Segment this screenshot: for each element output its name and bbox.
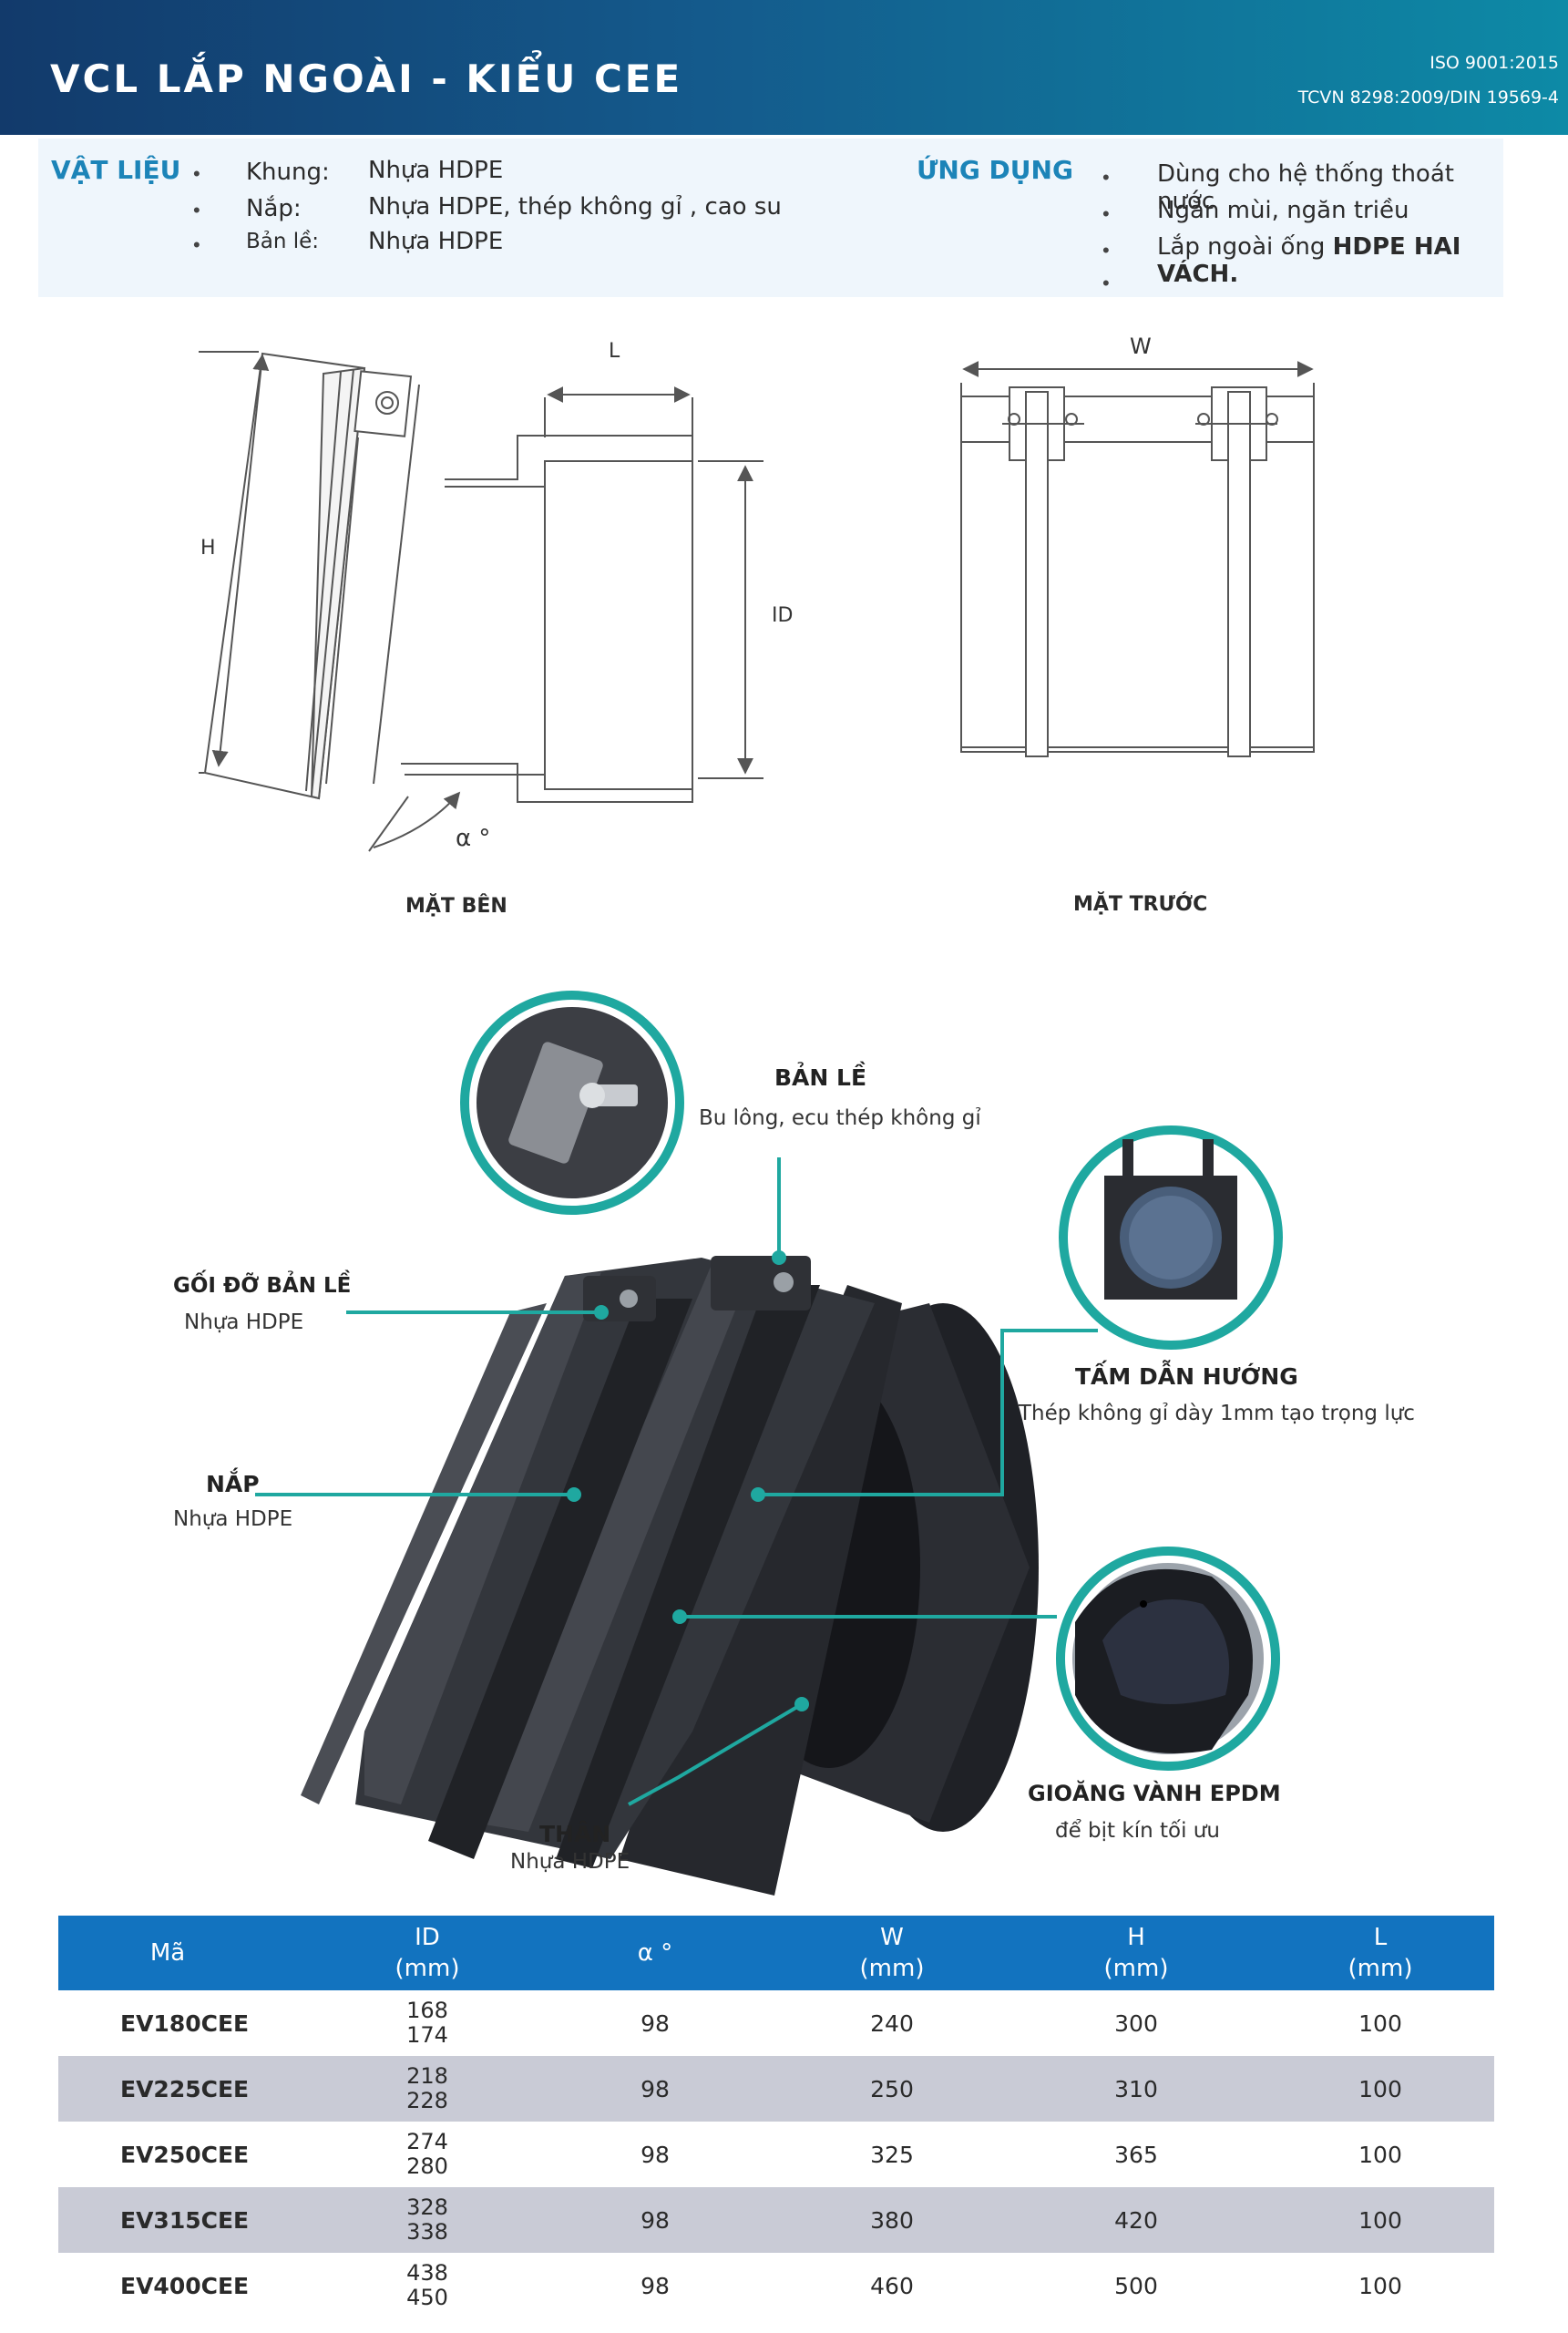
- row-l: 100: [1358, 2206, 1402, 2234]
- row-code: EV400CEE: [120, 2272, 250, 2299]
- table-header: Mã ID(mm) α ° W(mm) H(mm) L(mm): [58, 1916, 1494, 1990]
- callout-hinge-support-sub: Nhựa HDPE: [184, 1310, 304, 1334]
- application-item-odor: Ngăn mùi, ngăn triều: [1157, 197, 1409, 224]
- material-label-frame: Khung:: [246, 159, 330, 186]
- callout-body-sub: Nhựa HDPE: [510, 1850, 630, 1874]
- dim-L-label: L: [609, 340, 620, 363]
- dim-ID-label: ID: [772, 604, 793, 627]
- material-label-hinge: Bản lề:: [246, 230, 320, 253]
- side-view: [199, 351, 764, 852]
- material-value-hinge: Nhựa HDPE: [368, 228, 504, 255]
- callout-guide-plate-sub: Thép không gỉ dày 1mm tạo trọng lực: [1019, 1402, 1415, 1425]
- row-w: 380: [870, 2206, 914, 2234]
- bullet: •: [1102, 202, 1110, 225]
- row-code: EV225CEE: [120, 2075, 250, 2102]
- product-illustration: [255, 991, 1283, 1896]
- application-item-drainage: Dùng cho hệ thống thoát nước: [1157, 160, 1454, 215]
- side-view-label: MẶT BÊN: [405, 895, 507, 918]
- th-id: ID(mm): [395, 1924, 460, 1982]
- callout-hinge-support-title: GỐI ĐỠ BẢN LỀ: [173, 1274, 352, 1298]
- application-heading: ỨNG DỤNG: [917, 155, 1073, 185]
- front-view: [960, 361, 1315, 757]
- dim-H-label: H: [200, 537, 216, 560]
- row-alpha: 98: [641, 2272, 670, 2299]
- callout-lid-sub: Nhựa HDPE: [173, 1507, 293, 1531]
- valve-3d-body: [301, 1256, 1039, 1896]
- bullet: •: [193, 233, 200, 256]
- th-l: L(mm): [1348, 1924, 1413, 1982]
- row-w: 460: [870, 2272, 914, 2299]
- callout-body-title: THÂN: [539, 1821, 611, 1847]
- th-w: W(mm): [859, 1924, 925, 1982]
- row-h: 420: [1114, 2206, 1158, 2234]
- row-alpha: 98: [641, 2009, 670, 2037]
- spec-table: Mã ID(mm) α ° W(mm) H(mm) L(mm) EV180CEE…: [58, 1916, 1494, 2318]
- callout-line-body: [628, 1702, 804, 1806]
- bullet: •: [1102, 166, 1110, 189]
- info-band: VẬT LIỆU • • • Khung: Nhựa HDPE Nắp: Nhự…: [38, 139, 1503, 297]
- callout-hinge-title: BẢN LỀ: [774, 1064, 867, 1091]
- header-banner: VCL LẮP NGOÀI - KIỂU CEE ISO 9001:2015 T…: [0, 0, 1568, 135]
- front-view-label: MẶT TRƯỚC: [1073, 893, 1208, 916]
- row-l: 100: [1358, 2272, 1402, 2299]
- dim-alpha-label: α °: [456, 825, 490, 852]
- technical-drawings: L H ID W α °: [199, 334, 1315, 852]
- bullet: •: [1102, 239, 1110, 262]
- guide-plate-detail-circle: [1059, 1125, 1283, 1350]
- dim-W-label: W: [1130, 334, 1152, 359]
- iso-standard: ISO 9001:2015: [1430, 53, 1559, 73]
- row-l: 100: [1358, 2075, 1402, 2102]
- material-value-lid: Nhựa HDPE, thép không gỉ , cao su: [368, 193, 782, 221]
- th-alpha: α °: [637, 1939, 673, 1967]
- row-w: 240: [870, 2009, 914, 2037]
- materials-heading: VẬT LIỆU: [51, 155, 181, 185]
- row-h: 365: [1114, 2141, 1158, 2168]
- th-code: Mã: [149, 1939, 186, 1967]
- row-alpha: 98: [641, 2075, 670, 2102]
- callout-line-guide-plate: [758, 1329, 1098, 1496]
- bullet: •: [1102, 272, 1110, 294]
- row-alpha: 98: [641, 2206, 670, 2234]
- hinge-detail-circle: [460, 991, 684, 1215]
- row-l: 100: [1358, 2009, 1402, 2037]
- row-code: EV250CEE: [120, 2141, 250, 2168]
- application-item-install: Lắp ngoài ống HDPE HAI VÁCH.: [1157, 233, 1461, 288]
- row-w: 250: [870, 2075, 914, 2102]
- tcvn-standard: TCVN 8298:2009/DIN 19569-4: [1297, 87, 1559, 108]
- row-l: 100: [1358, 2141, 1402, 2168]
- callout-gasket-sub: để bịt kín tối ưu: [1055, 1819, 1220, 1843]
- material-label-lid: Nắp:: [246, 195, 302, 222]
- callout-gasket-title: GIOĂNG VÀNH EPDM: [1028, 1781, 1281, 1806]
- row-code: EV180CEE: [120, 2009, 250, 2037]
- callout-hinge-sub: Bu lông, ecu thép không gỉ: [699, 1106, 981, 1130]
- callout-guide-plate-title: TẤM DẪN HƯỚNG: [1075, 1363, 1298, 1390]
- row-alpha: 98: [641, 2141, 670, 2168]
- page-title: VCL LẮP NGOÀI - KIỂU CEE: [50, 57, 683, 101]
- row-w: 325: [870, 2141, 914, 2168]
- callout-lid-title: NẮP: [206, 1471, 260, 1497]
- gasket-detail-circle: [1056, 1547, 1280, 1771]
- th-h: H(mm): [1103, 1924, 1169, 1982]
- material-value-frame: Nhựa HDPE: [368, 157, 504, 184]
- row-h: 500: [1114, 2272, 1158, 2299]
- row-code: EV315CEE: [120, 2206, 250, 2234]
- row-h: 300: [1114, 2009, 1158, 2037]
- bullet: •: [193, 199, 200, 221]
- bullet: •: [193, 162, 200, 185]
- row-h: 310: [1114, 2075, 1158, 2102]
